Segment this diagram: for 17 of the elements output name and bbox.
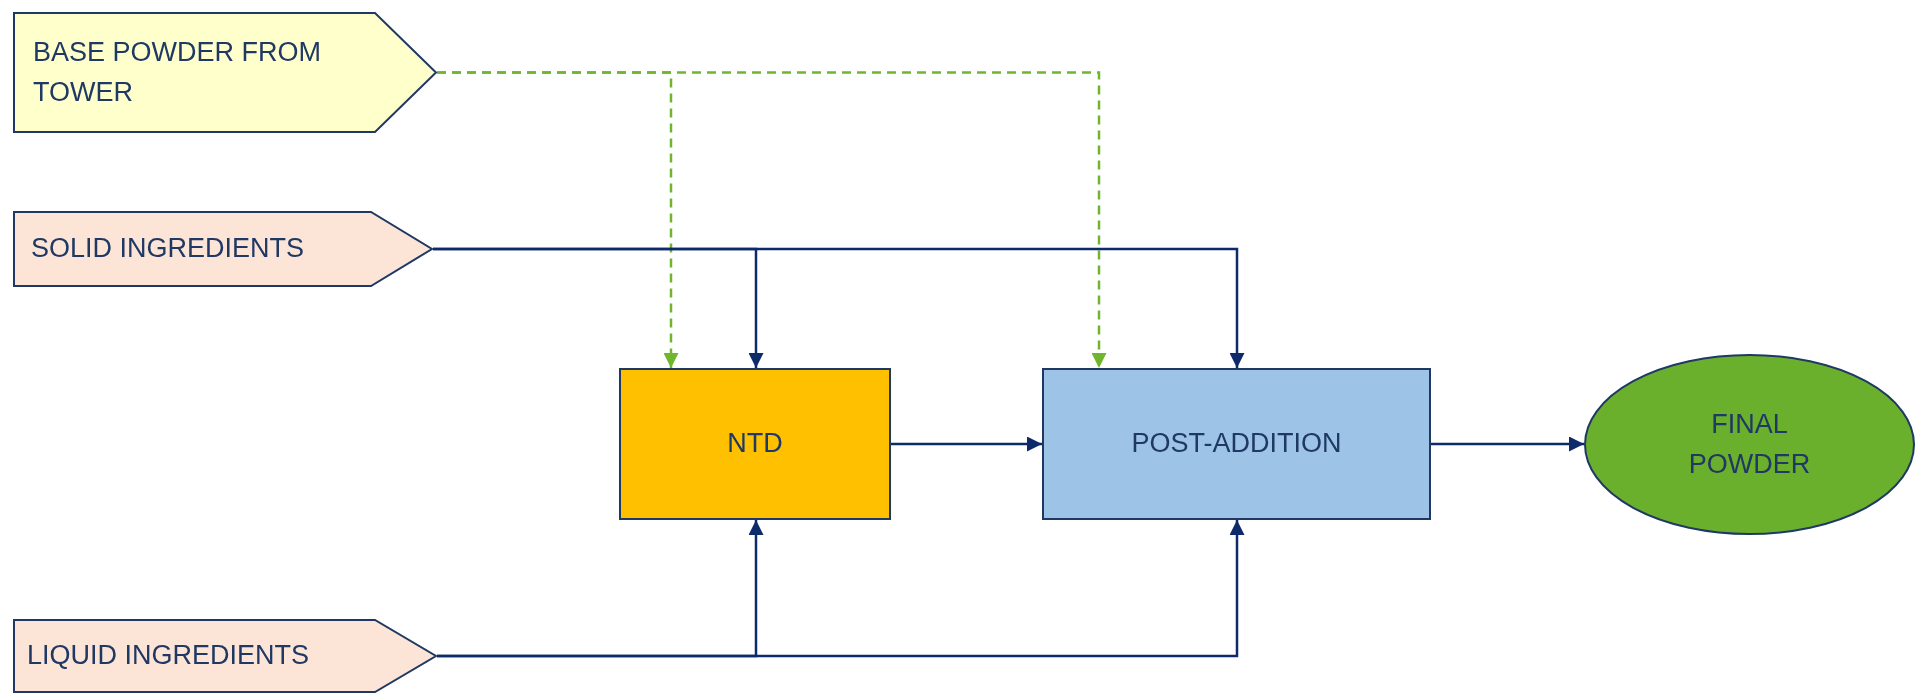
dashed-arrow	[437, 71, 1107, 368]
node-label: NTD	[727, 427, 783, 461]
process-box	[1042, 368, 1431, 520]
node-label: SOLID INGREDIENTS	[30, 232, 305, 266]
output-ellipse	[1584, 354, 1915, 535]
input-pentagon	[13, 12, 437, 133]
arrow	[891, 436, 1042, 452]
input-pentagon	[13, 619, 437, 693]
arrow	[437, 520, 1245, 658]
arrow	[433, 247, 1245, 368]
node-label: BASE POWDER FROM TOWER	[32, 36, 323, 109]
arrow	[1431, 436, 1584, 452]
node-label: LIQUID INGREDIENTS	[26, 639, 310, 673]
node-label: POST-ADDITION	[1131, 427, 1342, 461]
input-pentagon	[13, 211, 433, 287]
process-box	[619, 368, 891, 520]
node-label: FINAL POWDER	[1687, 408, 1812, 481]
